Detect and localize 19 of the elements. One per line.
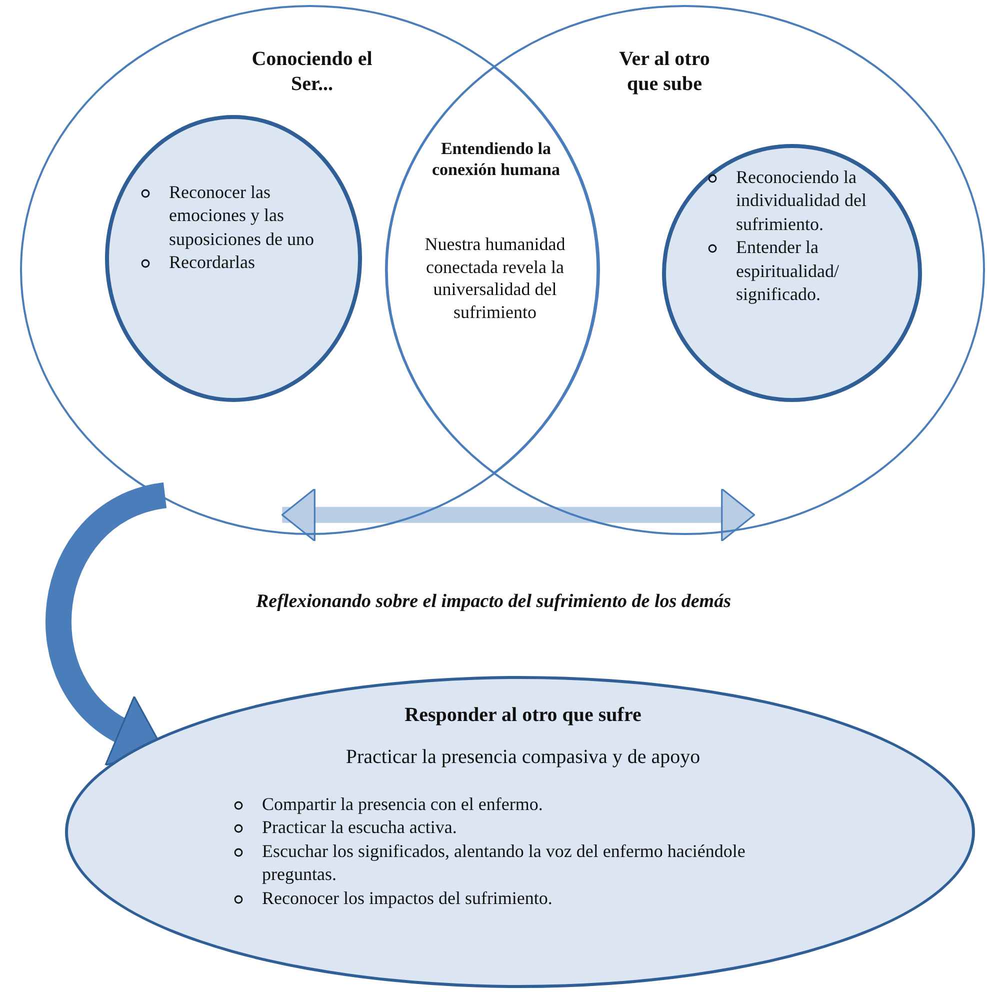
caption-text: Reflexionando sobre el impacto del sufrimiento de los demás xyxy=(255,590,732,614)
bullet-item: Reconocer los impactos del sufrimiento. xyxy=(262,888,552,908)
lens-heading: Entendiendo la conexión humana xyxy=(431,138,561,180)
bullet-item: Reconociendo la individualidad del sufrimiento. xyxy=(736,167,866,234)
bullet-item: Reconocer las emociones y las suposiciones de uno xyxy=(169,182,314,249)
venn-circle xyxy=(385,5,985,535)
venn-circle xyxy=(20,5,600,535)
arrow xyxy=(281,488,756,542)
bullet-item: Entender la espiritualidad/ significado. xyxy=(736,237,839,304)
ellipse-subtitle: Practicar la presencia compasiva y de apoyo xyxy=(344,745,702,770)
arrow xyxy=(46,482,168,763)
bullet-item: Compartir la presencia con el enfermo. xyxy=(262,794,543,814)
circle-heading: Conociendo el Ser... xyxy=(250,47,374,97)
bullet-item: Practicar la escucha activa. xyxy=(262,817,457,838)
ellipse-heading: Responder al otro que sufre xyxy=(404,703,642,728)
bullet-item: Recordarlas xyxy=(169,252,255,272)
bullet-item: Escuchar los significados, alentando la voz del enfermo haciéndole preguntas. xyxy=(262,840,746,884)
circle-heading: Ver al otro que sube xyxy=(618,47,711,97)
lens-text: Nuestra humanidad conectada revela la universalidad del sufrimiento xyxy=(424,233,566,323)
